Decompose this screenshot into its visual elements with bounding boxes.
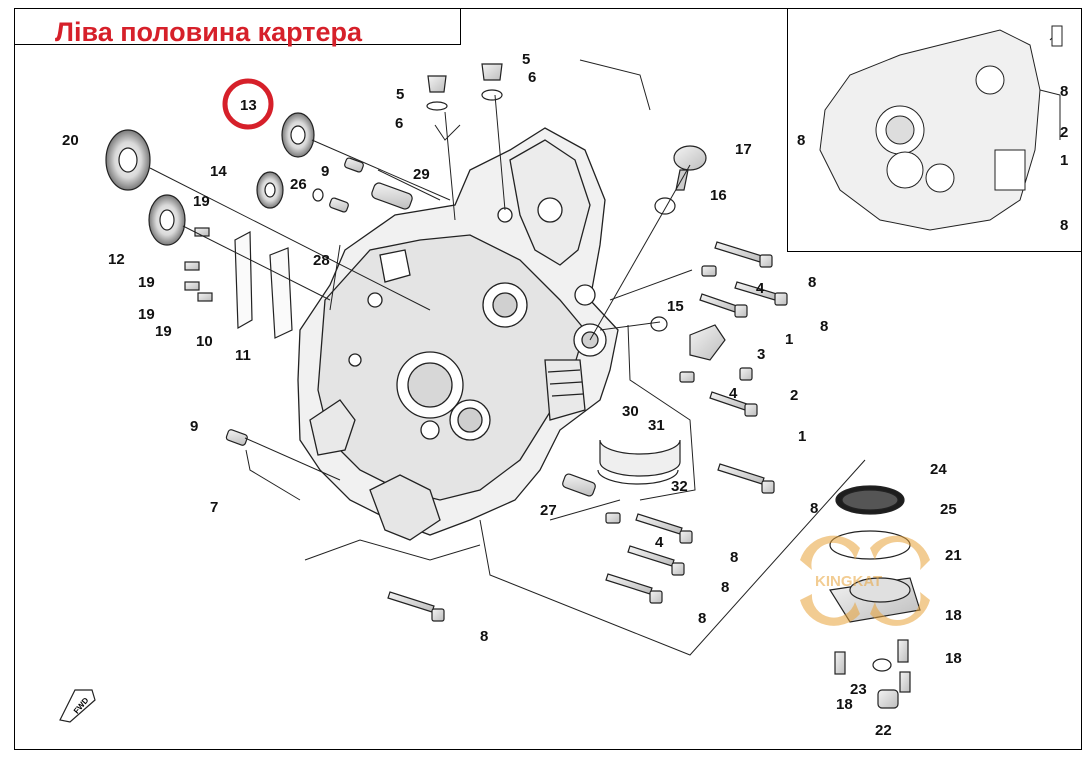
title-box: Ліва половина картера (14, 8, 461, 47)
callout-19: 19 (138, 306, 155, 323)
callout-3: 3 (757, 346, 765, 363)
callout-2: 2 (790, 387, 798, 404)
callout-15: 15 (667, 298, 684, 315)
callout-11: 11 (235, 347, 251, 364)
callout-4: 4 (729, 385, 738, 402)
diagram-frame (14, 8, 1082, 750)
callout-5: 5 (396, 86, 404, 103)
callout-8: 8 (480, 628, 488, 645)
callout-9: 9 (190, 418, 198, 435)
inset-callout-8: 8 (797, 132, 805, 149)
watermark-text: KINGKAT (815, 573, 882, 590)
fwd-arrow-icon: FWD (59, 689, 96, 723)
callout-8: 8 (730, 549, 738, 566)
bolts (387, 241, 788, 622)
callout-1: 1 (798, 428, 806, 445)
exploded-parts (105, 63, 921, 709)
callout-19: 19 (138, 274, 155, 291)
callout-5: 5 (522, 51, 530, 68)
callout-4: 4 (756, 280, 765, 297)
callout-30: 30 (622, 403, 639, 420)
callout-25: 25 (940, 501, 957, 518)
callout-28: 28 (313, 252, 330, 269)
callout-9: 9 (321, 163, 329, 180)
callout-17: 17 (735, 141, 752, 158)
callout-7: 7 (210, 499, 218, 516)
callout-18: 18 (945, 607, 962, 624)
callout-20: 20 (62, 132, 79, 149)
callout-32: 32 (671, 478, 688, 495)
callout-4: 4 (655, 534, 664, 551)
callout-18: 18 (945, 650, 962, 667)
callout-26: 26 (290, 176, 307, 193)
callout-8: 8 (698, 610, 706, 627)
callout-31: 31 (648, 417, 665, 434)
kingkat-watermark: KINGKAT (800, 535, 930, 626)
callout-8: 8 (810, 500, 818, 517)
highlight-circle (222, 78, 274, 130)
callout-6: 6 (528, 69, 536, 86)
inset-callout-2: 2 (1060, 124, 1068, 141)
callout-21: 21 (945, 547, 962, 564)
inset-callout-1: 1 (1060, 152, 1068, 169)
callouts: 20 13 14 26 9 29 5 6 5 6 17 16 19 12 19 … (62, 51, 1068, 739)
page-title: Ліва половина картера (55, 17, 363, 47)
callout-14: 14 (210, 163, 227, 180)
callout-8: 8 (721, 579, 729, 596)
callout-16: 16 (710, 187, 727, 204)
callout-8: 8 (820, 318, 828, 335)
leader-lines (149, 59, 866, 656)
callout-18: 18 (836, 696, 853, 713)
callout-13: 13 (240, 97, 257, 114)
callout-29: 29 (413, 166, 430, 183)
callout-1: 1 (785, 331, 793, 348)
callout-12: 12 (108, 251, 125, 268)
callout-19: 19 (193, 193, 210, 210)
callout-22: 22 (875, 722, 892, 739)
callout-19: 19 (155, 323, 172, 340)
callout-23: 23 (850, 681, 867, 698)
callout-27: 27 (540, 502, 557, 519)
inset-callout-8: 8 (1060, 217, 1068, 234)
callout-10: 10 (196, 333, 213, 350)
inset-callout-8: 8 (1060, 83, 1068, 100)
inset-drawing (819, 25, 1063, 231)
callout-24: 24 (930, 461, 947, 478)
crankcase-half (297, 127, 619, 541)
callout-6: 6 (395, 115, 403, 132)
callout-8: 8 (808, 274, 816, 291)
